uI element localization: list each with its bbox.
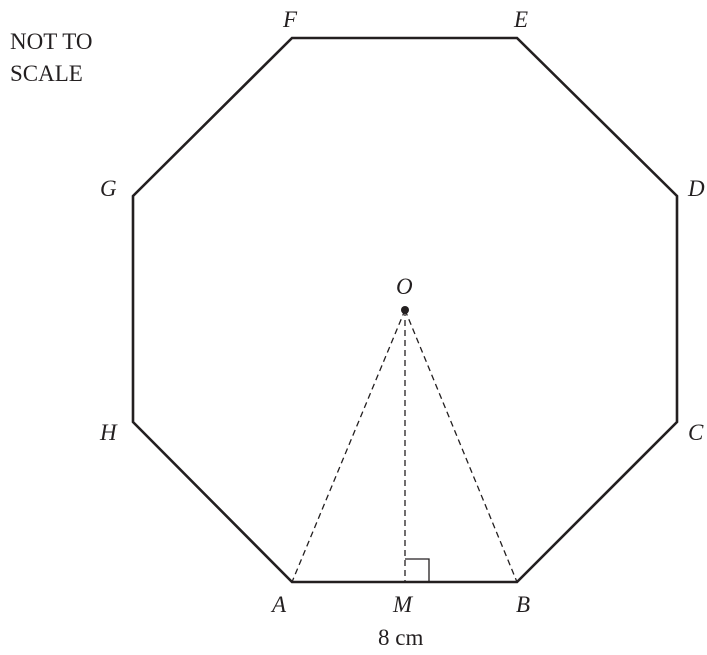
dashed-line-OB [404, 309, 518, 583]
right-angle-marker [405, 558, 430, 582]
scale-note-line2: SCALE [10, 61, 83, 86]
side-length-label: 8 cm [378, 625, 423, 650]
vertex-label-A: A [270, 592, 287, 617]
dashed-line-OA [291, 309, 406, 583]
vertex-label-B: B [516, 592, 530, 617]
vertex-label-E: E [513, 7, 528, 32]
vertex-label-G: G [100, 176, 117, 201]
octagon-outline [131, 36, 679, 584]
vertex-label-F: F [282, 7, 298, 32]
scale-note-line1: NOT TO [10, 29, 92, 54]
vertex-label-D: D [687, 176, 705, 201]
midpoint-label-M: M [392, 592, 414, 617]
vertex-label-C: C [688, 420, 704, 445]
vertex-label-H: H [99, 420, 118, 445]
center-point-O [401, 306, 409, 314]
center-label-O: O [396, 274, 413, 299]
